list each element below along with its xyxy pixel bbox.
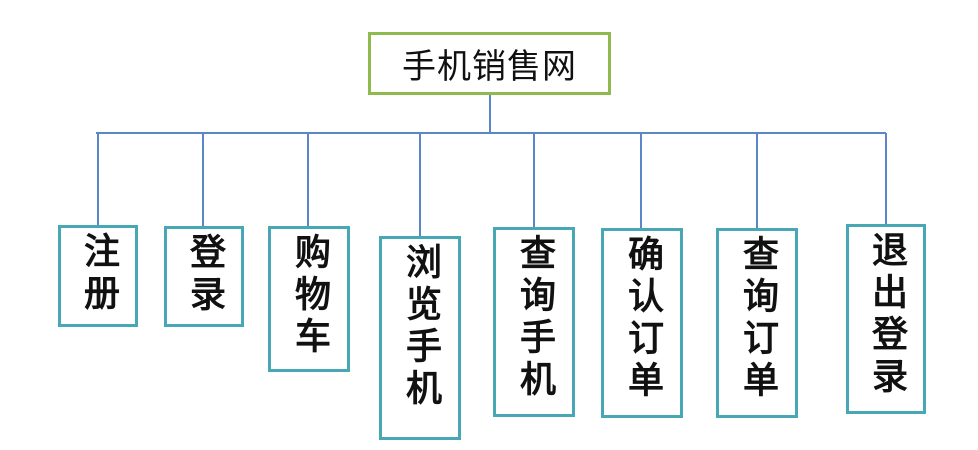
module-node-browse-phones: 浏览手机 [379,236,461,440]
module-label: 查询手机 [514,234,555,402]
module-node-logout: 退出登录 [846,224,926,414]
root-label: 手机销售网 [402,47,577,87]
module-node-search-orders: 查询订单 [716,228,798,418]
module-label: 购物车 [289,233,330,359]
module-node-cart: 购物车 [268,226,350,372]
module-label: 注册 [78,232,119,316]
module-label: 查询订单 [737,235,778,403]
module-node-login: 登录 [164,226,244,327]
module-node-register: 注册 [58,225,138,327]
module-label: 登录 [184,233,225,317]
root-node: 手机销售网 [368,32,611,95]
module-label: 确认订单 [622,235,663,403]
module-label: 退出登录 [866,231,907,399]
module-label: 浏览手机 [400,243,441,411]
module-node-search-phones: 查询手机 [493,227,575,417]
module-node-confirm-order: 确认订单 [601,228,683,418]
